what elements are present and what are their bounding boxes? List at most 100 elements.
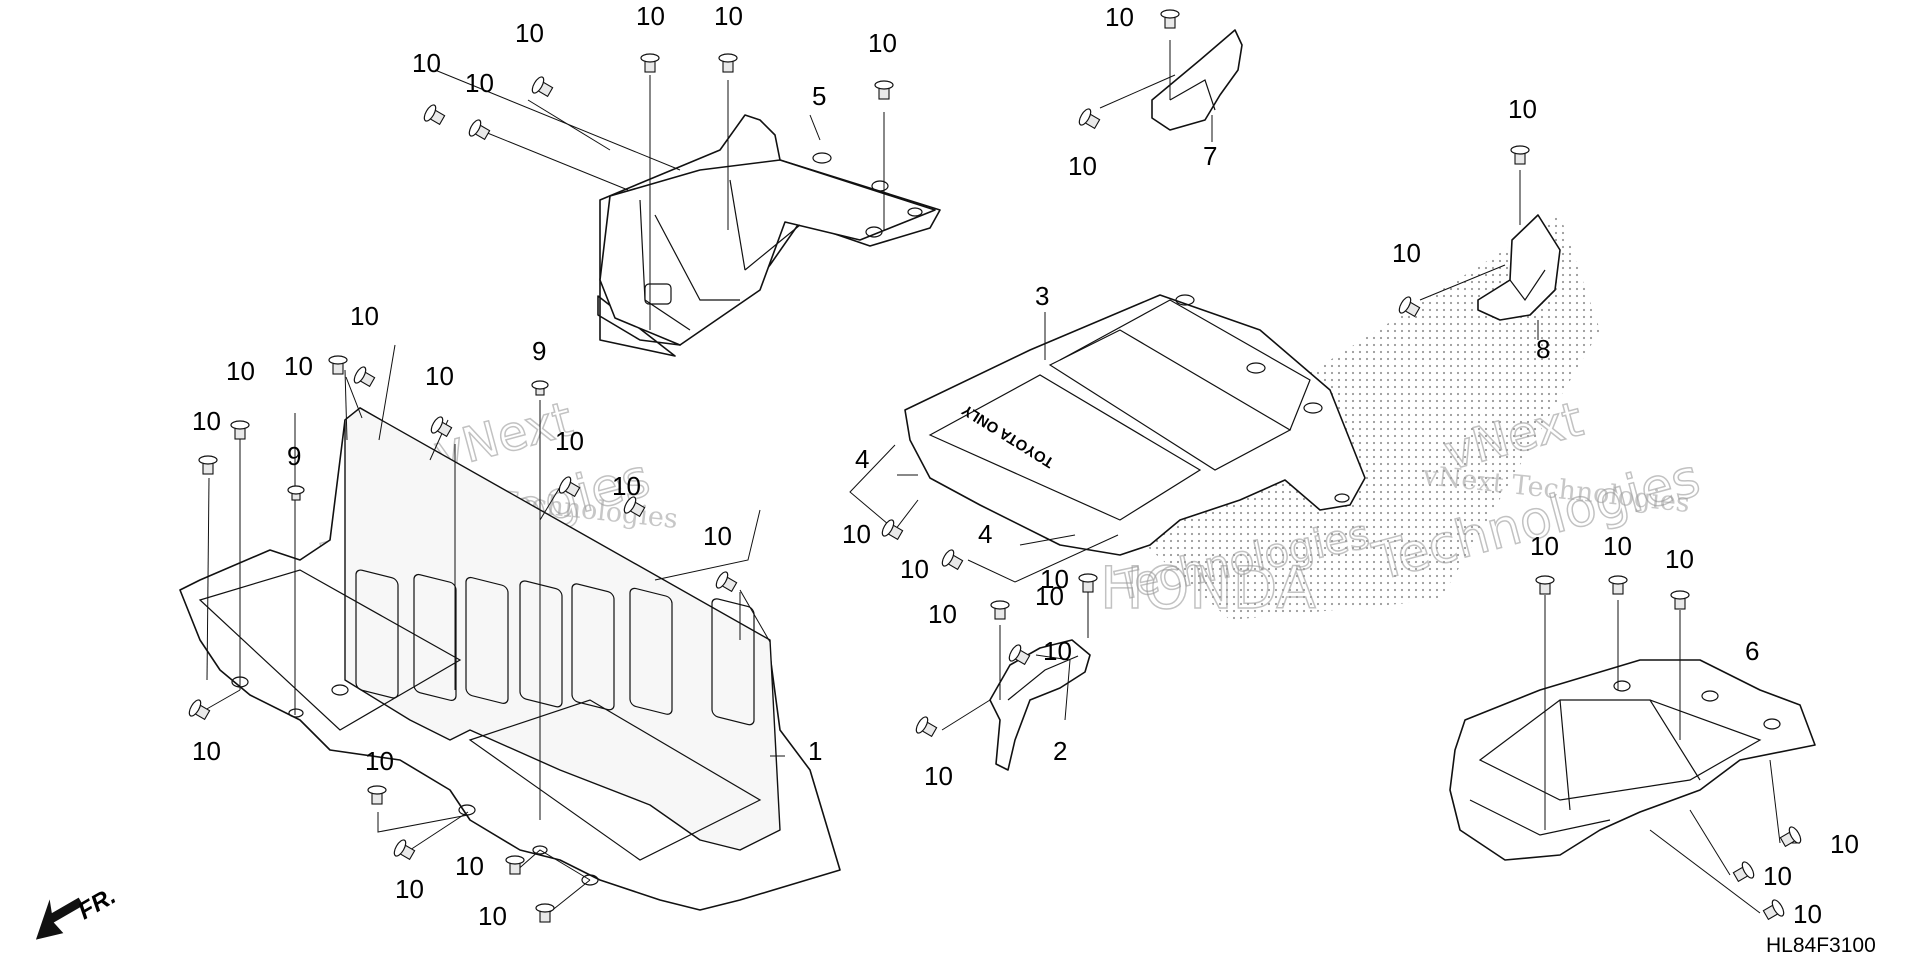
part-5-undercover [597, 114, 941, 357]
clip [1732, 861, 1755, 883]
callout-label: 7 [1203, 141, 1217, 171]
clip [1398, 296, 1421, 318]
watermark-text: HONDA [1100, 554, 1316, 622]
callout-label: 10 [1530, 531, 1559, 561]
callout-label: 10 [555, 426, 584, 456]
callout-label: 2 [1053, 736, 1067, 766]
callout-label: 10 [365, 746, 394, 776]
callout-label: 10 [192, 406, 221, 436]
callout-label: 10 [465, 68, 494, 98]
clip [558, 476, 581, 498]
callout-label: 10 [714, 1, 743, 31]
clip [1762, 899, 1785, 921]
part-7-bracket [1151, 29, 1243, 131]
callout-label: 10 [192, 736, 221, 766]
clip [1078, 108, 1101, 130]
clip [915, 716, 938, 738]
callout-label: 4 [978, 519, 992, 549]
clip [505, 855, 525, 875]
clip [1510, 145, 1530, 165]
clip [468, 119, 491, 141]
leader-lines [204, 40, 1800, 921]
clip [941, 549, 964, 571]
clip [188, 699, 211, 721]
callout-label: 10 [478, 901, 507, 931]
callout-label: 10 [928, 599, 957, 629]
diagram-code: HL84F3100 [1766, 934, 1876, 957]
clip [230, 420, 250, 440]
clip [874, 80, 894, 100]
callout-label: 10 [1105, 2, 1134, 32]
callout-label: 10 [1043, 636, 1072, 666]
callout-label: 10 [350, 301, 379, 331]
clip [353, 366, 376, 388]
callout-label: 6 [1745, 636, 1759, 666]
callout-label: 9 [532, 336, 546, 366]
callout-label: 1 [808, 736, 822, 766]
callout-label: 10 [1603, 531, 1632, 561]
callout-label: 5 [812, 81, 826, 111]
callout-label: 10 [1830, 829, 1859, 859]
callout-label: 10 [455, 851, 484, 881]
callout-label: 10 [924, 761, 953, 791]
clip [531, 76, 554, 98]
callout-label: 10 [515, 18, 544, 48]
callout-label: 10 [226, 356, 255, 386]
callout-label: 8 [1536, 334, 1550, 364]
callout-label: 10 [636, 1, 665, 31]
callout-label: 4 [855, 444, 869, 474]
clip [430, 416, 453, 438]
part-3-underbody-panel: TOYOTA ONLY [904, 294, 1366, 556]
clip [287, 485, 305, 501]
clip [1535, 575, 1555, 595]
clip [1779, 826, 1802, 848]
clip [881, 519, 904, 541]
clip [393, 839, 416, 861]
callout-label: 10 [1392, 238, 1421, 268]
shading-band [1100, 215, 1600, 620]
callout-label: 10 [425, 361, 454, 391]
callout-label: 10 [1068, 151, 1097, 181]
callout-label: 10 [1040, 564, 1069, 594]
clip [1670, 590, 1690, 610]
part-8-bracket [1477, 214, 1561, 321]
part-1-skid-panel [179, 407, 841, 911]
clip [1008, 644, 1031, 666]
callout-label: 10 [412, 48, 441, 78]
clip [367, 785, 387, 805]
callout-label: 10 [395, 874, 424, 904]
callout-label: 9 [287, 441, 301, 471]
part-2-bracket [989, 639, 1091, 771]
clip [990, 600, 1010, 620]
callout-label: 10 [703, 521, 732, 551]
clip [535, 903, 555, 923]
callout-label: 3 [1035, 281, 1049, 311]
clip [423, 104, 446, 126]
clip [1608, 575, 1628, 595]
callout-label: 10 [1508, 94, 1537, 124]
clip [198, 455, 218, 475]
clip [718, 53, 738, 73]
callout-label: 10 [1763, 861, 1792, 891]
clip [1078, 573, 1098, 593]
callout-label: 10 [1035, 581, 1064, 611]
part-6-undercover [1449, 659, 1816, 861]
front-direction-arrow-icon: FR. [35, 882, 121, 940]
callout-label: 10 [284, 351, 313, 381]
callout-label: 10 [868, 28, 897, 58]
clip [1160, 9, 1180, 29]
fasteners [188, 9, 1802, 923]
front-marker-label: FR. [74, 882, 121, 925]
clip [328, 355, 348, 375]
clip [531, 380, 549, 396]
callout-label: 10 [842, 519, 871, 549]
callout-label: 10 [1665, 544, 1694, 574]
callout-labels: 10 10 10 10 10 10 5 10 10 7 10 10 8 3 10… [192, 1, 1859, 931]
clip [640, 53, 660, 73]
clip [623, 496, 646, 518]
callout-label: 10 [900, 554, 929, 584]
clip [715, 571, 738, 593]
callout-label: 10 [1793, 899, 1822, 929]
callout-label: 10 [612, 471, 641, 501]
